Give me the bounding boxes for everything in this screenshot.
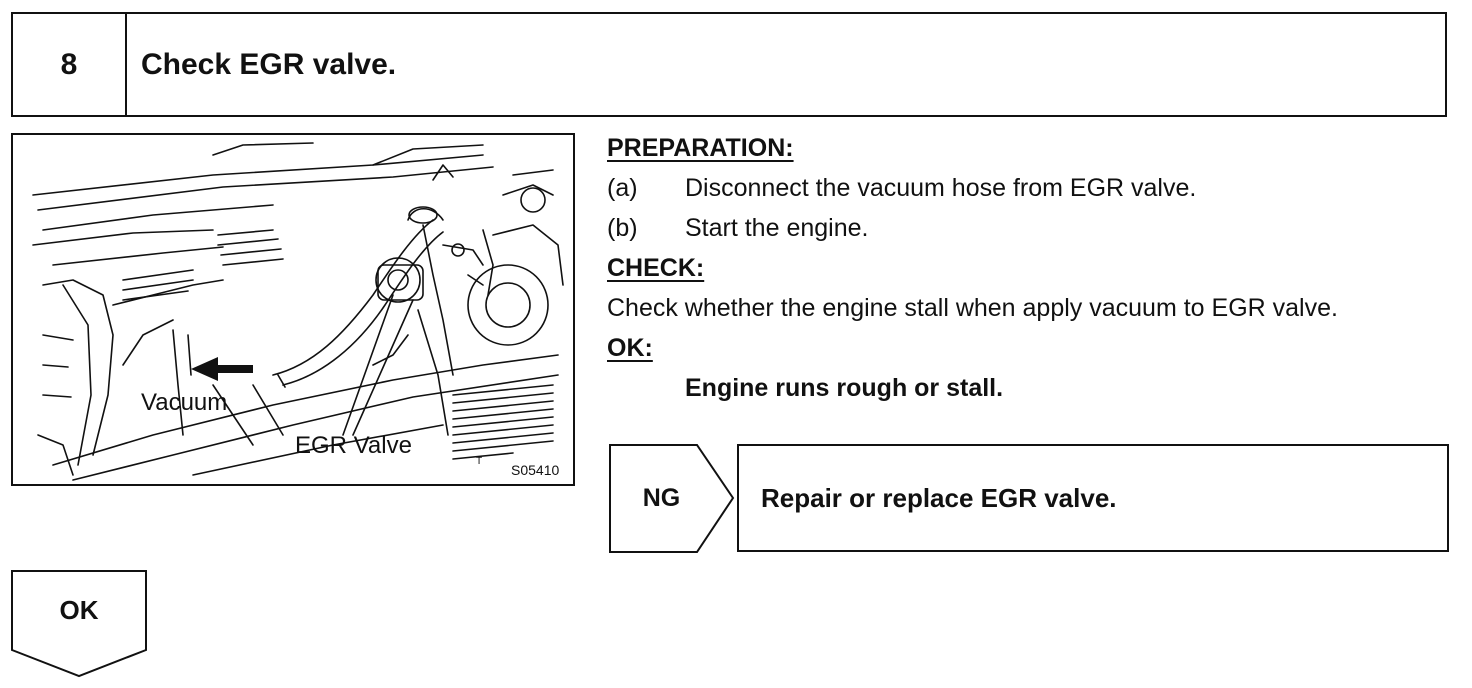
egr-valve-illustration: Vacuum EGR Valve T S05410 bbox=[11, 133, 575, 486]
step-number: 8 bbox=[13, 14, 127, 115]
ng-label: NG bbox=[642, 483, 681, 512]
procedure-text: PREPARATION: (a) Disconnect the vacuum h… bbox=[607, 128, 1449, 408]
ok-branch: OK bbox=[11, 570, 151, 685]
step-title: Check EGR valve. bbox=[141, 47, 397, 81]
item-text: Start the engine. bbox=[685, 214, 869, 242]
item-label: (a) bbox=[607, 174, 638, 202]
ng-arrow-icon bbox=[609, 444, 735, 553]
ng-action: Repair or replace EGR valve. bbox=[737, 444, 1449, 552]
ok-label: OK bbox=[59, 594, 99, 625]
check-heading: CHECK: bbox=[607, 254, 705, 282]
figure-mark: T bbox=[476, 456, 483, 467]
preparation-heading: PREPARATION: bbox=[607, 134, 794, 162]
ok-arrow-icon bbox=[11, 570, 147, 678]
ok-criteria-value: Engine runs rough or stall. bbox=[685, 374, 1004, 402]
egr-valve-label: EGR Valve bbox=[295, 432, 412, 459]
check-text: Check whether the engine stall when appl… bbox=[607, 294, 1338, 322]
engine-drawing bbox=[32, 142, 564, 481]
preparation-item: (b) Start the engine. bbox=[607, 208, 1449, 248]
item-label: (b) bbox=[607, 214, 638, 242]
item-text: Disconnect the vacuum hose from EGR valv… bbox=[685, 174, 1197, 202]
preparation-item: (a) Disconnect the vacuum hose from EGR … bbox=[607, 168, 1449, 208]
figure-code: S05410 bbox=[511, 462, 560, 478]
ok-heading: OK: bbox=[607, 334, 653, 362]
vacuum-label: Vacuum bbox=[141, 389, 228, 416]
vacuum-arrow-icon bbox=[191, 357, 253, 381]
step-header: 8 Check EGR valve. bbox=[11, 12, 1447, 117]
